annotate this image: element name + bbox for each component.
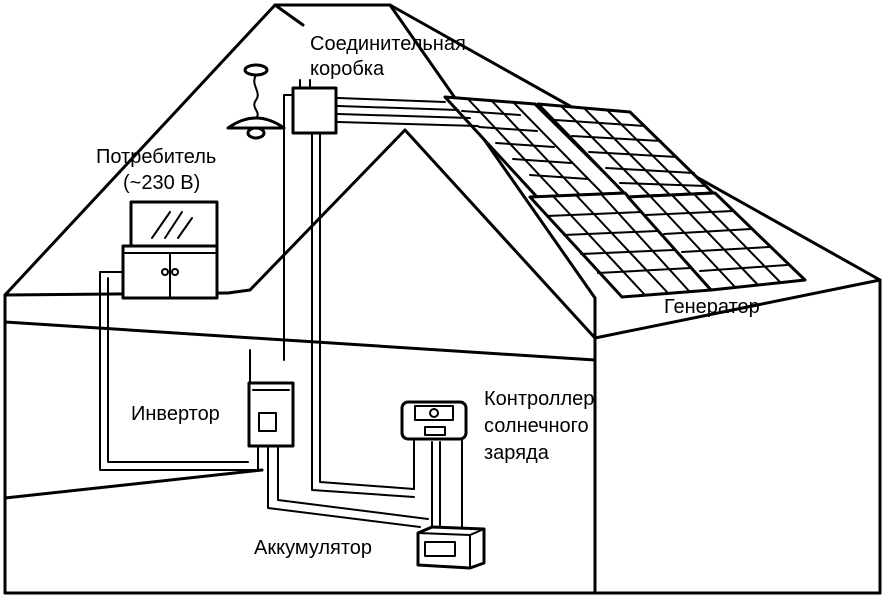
- solar-panel: [536, 102, 715, 199]
- consumer-appliance: [121, 200, 219, 300]
- solar-panel: [626, 191, 807, 292]
- controller-label-line2: солнечного: [484, 415, 589, 437]
- battery-label: Аккумулятор: [254, 537, 372, 559]
- ceiling-lamp: [226, 63, 286, 140]
- inverter-unit: [247, 381, 295, 448]
- controller-label-line1: Контроллер: [484, 388, 594, 410]
- junction-box: [291, 79, 338, 135]
- solar-panels: [443, 95, 807, 299]
- labels: Соединительная коробка Потребитель (~230…: [96, 33, 760, 559]
- consumer-label-line2: (~230 В): [123, 172, 200, 194]
- junction-box-label-line2: коробка: [310, 58, 385, 80]
- inverter-label: Инвертор: [131, 403, 220, 425]
- junction-box-label-line1: Соединительная: [310, 33, 466, 55]
- consumer-label-line1: Потребитель: [96, 146, 216, 168]
- charge-controller: [400, 400, 468, 441]
- battery: [416, 525, 486, 570]
- controller-label-line3: заряда: [484, 442, 550, 464]
- generator-label: Генератор: [664, 296, 760, 318]
